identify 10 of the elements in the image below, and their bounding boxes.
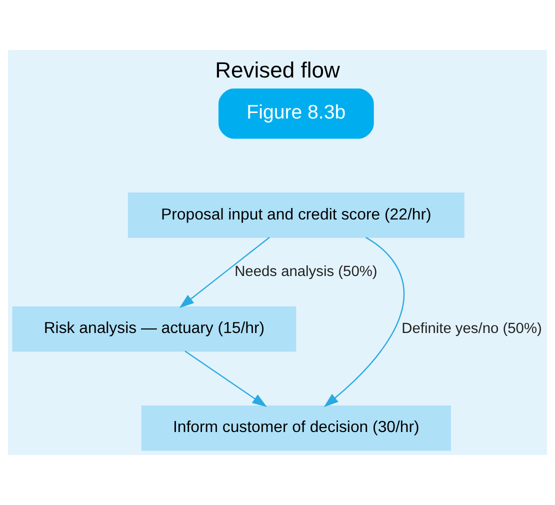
node-box: Risk analysis — actuary (15/hr) (12, 306, 296, 352)
diagram-title: Revised flow (215, 57, 340, 82)
node-box: Proposal input and credit score (22/hr) (128, 192, 464, 238)
edge-label: Needs analysis (50%) (234, 264, 378, 280)
arrow (179, 236, 270, 308)
label: Figure 8.3b (246, 101, 346, 124)
arrow (324, 236, 404, 408)
node-box: Inform customer of decision (30/hr) (141, 405, 451, 451)
edge-label: Definite yes/no (50%) (402, 320, 542, 337)
arrow (184, 350, 267, 407)
